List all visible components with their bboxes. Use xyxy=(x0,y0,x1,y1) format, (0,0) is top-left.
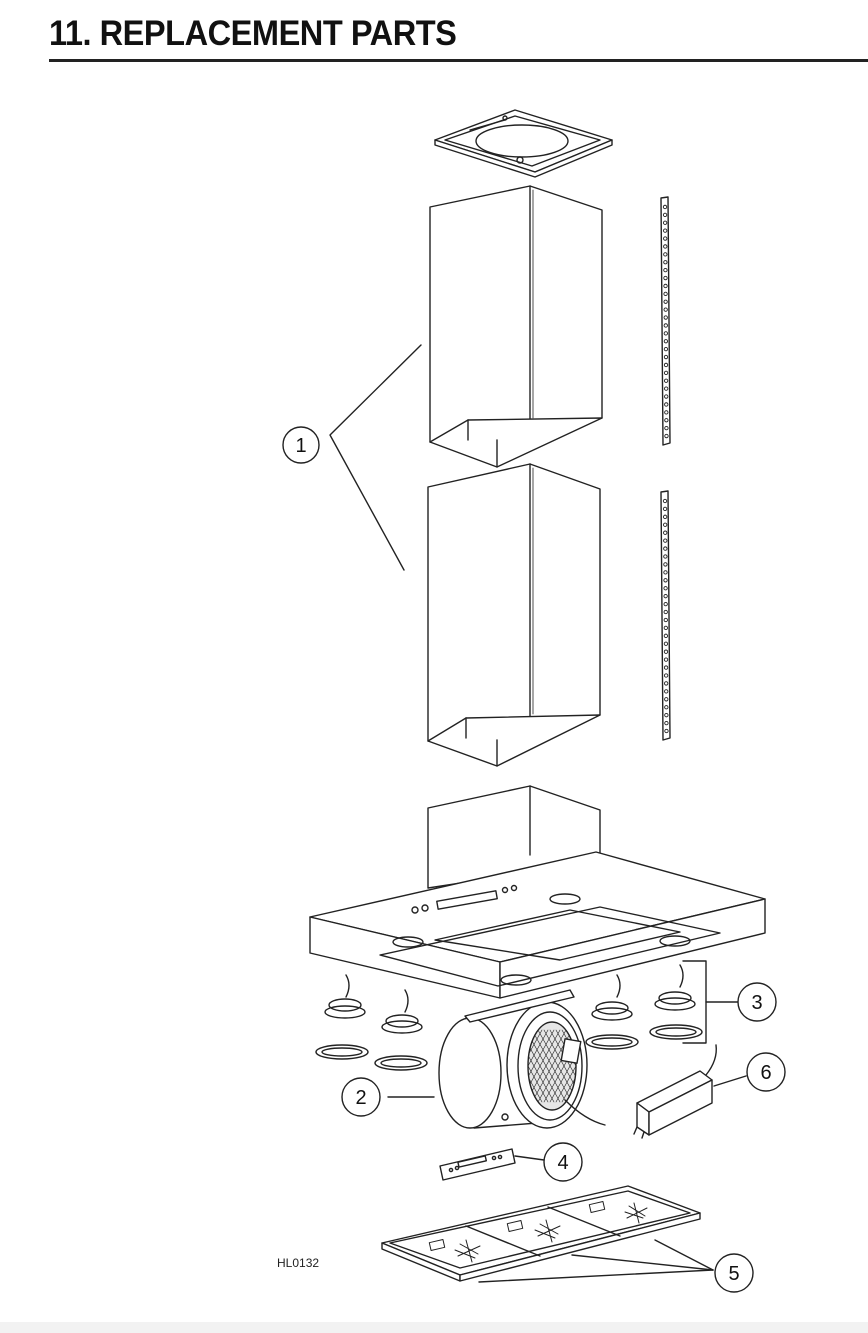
support-bracket-lower xyxy=(660,490,671,741)
callout-3: 3 xyxy=(682,960,777,1044)
callout-4-label: 4 xyxy=(557,1152,568,1174)
callout-2: 2 xyxy=(341,1077,435,1117)
halogen-light-fixtures xyxy=(315,964,703,1071)
hood-canopy xyxy=(309,785,766,999)
blower-motor xyxy=(438,989,606,1129)
section-title: 11. REPLACEMENT PARTS xyxy=(49,14,457,53)
callout-4: 4 xyxy=(514,1142,583,1182)
callout-6-label: 6 xyxy=(760,1062,771,1084)
lower-chimney-section xyxy=(427,463,601,767)
light-fixture xyxy=(654,964,696,1011)
light-fixture xyxy=(591,974,633,1021)
control-panel xyxy=(439,1148,516,1181)
light-transformer xyxy=(633,1044,717,1139)
callout-6: 6 xyxy=(713,1052,786,1092)
light-fixture xyxy=(324,974,366,1019)
callout-2-label: 2 xyxy=(355,1087,366,1109)
ceiling-mounting-plate xyxy=(434,109,613,178)
callout-1: 1 xyxy=(282,344,422,571)
light-fixture xyxy=(381,989,423,1034)
filter-mesh xyxy=(428,1201,648,1263)
callout-3-label: 3 xyxy=(751,992,762,1014)
title-underline xyxy=(49,59,868,62)
grease-filters xyxy=(381,1185,701,1282)
callout-5: 5 xyxy=(478,1239,754,1293)
upper-chimney-section xyxy=(429,185,603,468)
diagram-reference-code: HL0132 xyxy=(277,1256,320,1270)
support-bracket-upper xyxy=(660,196,671,446)
callout-1-label: 1 xyxy=(295,435,306,457)
callout-5-label: 5 xyxy=(728,1263,739,1285)
